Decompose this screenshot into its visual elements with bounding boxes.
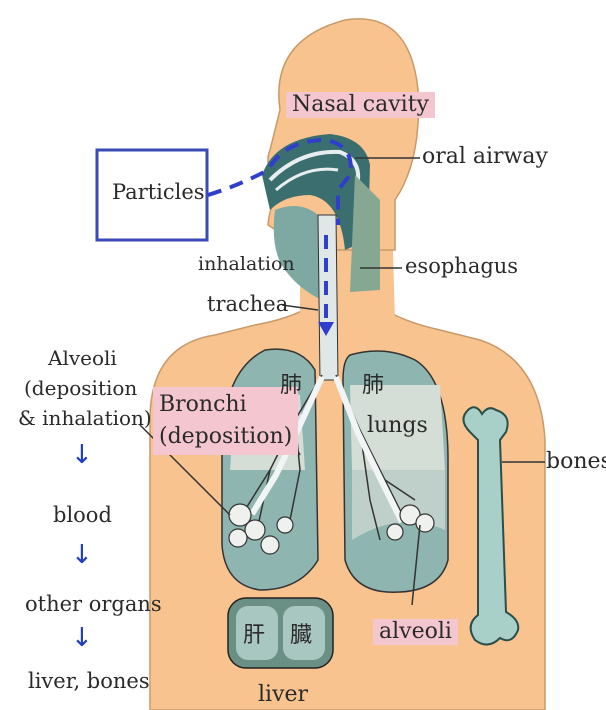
pathway-liver-bones: liver, bones: [28, 671, 150, 692]
pathway-alveoli-line3: & inhalation): [18, 408, 152, 428]
arrow-down-icon: ↓: [71, 625, 93, 651]
oral-airway-label: oral airway: [422, 146, 548, 168]
bronchi-label-line2: (deposition): [159, 421, 292, 453]
lung-left-kanji: 肺: [280, 375, 302, 397]
bronchi-label: Bronchi (deposition): [153, 387, 298, 455]
particles-label: Particles: [112, 182, 205, 203]
liver-label: liver: [258, 684, 308, 706]
alveoli-label: alveoli: [373, 619, 458, 645]
liver-kanji-1: 肝: [243, 625, 265, 647]
bones-label: bones: [546, 451, 606, 473]
esophagus-label: esophagus: [405, 256, 518, 277]
bronchi-label-line1: Bronchi: [159, 389, 292, 421]
inhalation-label: inhalation: [198, 255, 295, 274]
lung-right-kanji: 肺: [362, 375, 384, 397]
pathway-blood: blood: [53, 505, 112, 526]
pathway-alveoli-line2: (deposition: [24, 378, 137, 398]
arrow-down-icon: ↓: [71, 542, 93, 568]
liver-kanji-2: 臓: [290, 625, 312, 647]
trachea-label: trachea: [207, 294, 288, 315]
pathway-other-organs: other organs: [25, 594, 162, 615]
arrow-down-icon: ↓: [71, 442, 93, 468]
lungs-label: lungs: [367, 415, 428, 437]
pathway-alveoli-line1: Alveoli: [48, 348, 117, 368]
nasal-cavity-label: Nasal cavity: [286, 92, 435, 118]
